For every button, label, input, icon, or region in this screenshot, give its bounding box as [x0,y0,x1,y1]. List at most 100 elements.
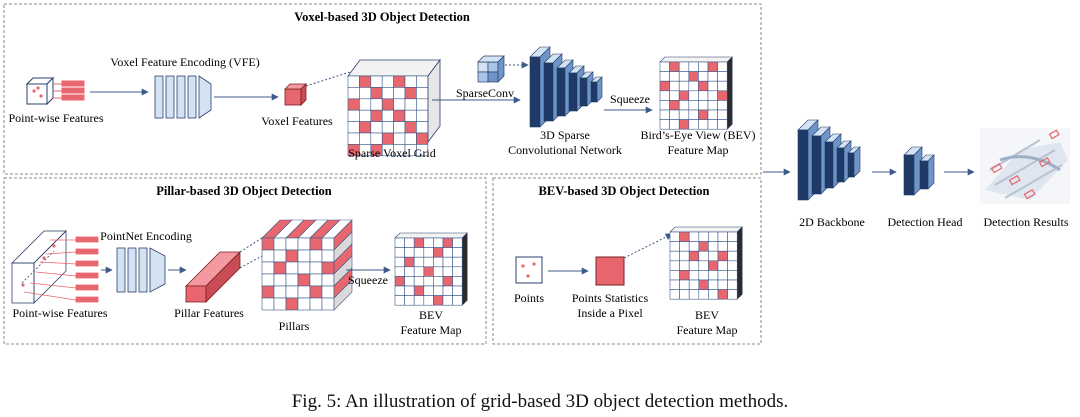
vfe-label: Voxel Feature Encoding (VFE) [110,55,259,69]
grid-cell [688,241,700,252]
grid-cell [433,256,444,268]
grid-cell [413,295,425,306]
voxel-feature-cube [284,83,307,106]
pillar-feature-vectors-icon [23,236,99,303]
grid-cell [297,297,311,311]
grid-cell [698,250,709,262]
grid-cell [669,71,680,82]
grid-top-face [669,226,743,233]
grid-cell [717,109,728,120]
grid-cell [727,270,738,281]
grid-cell [679,241,690,252]
grid-cell [285,273,299,287]
grid-cell [669,270,680,281]
grid-cell [404,121,417,134]
grid-cell [442,276,453,287]
grid-cell [688,71,699,82]
voxel-panel [3,3,762,175]
figure-caption: Fig. 5: An illustration of grid-based 3D… [291,391,789,412]
grid-cell [688,270,700,281]
grid-cell [285,261,299,275]
grid-cell [678,80,690,92]
points-label: Points [514,291,544,305]
grid-cell [309,237,323,251]
grid-cell [452,266,463,277]
grid-cell [404,98,417,111]
grid-cell [678,100,690,111]
grid-cell [717,231,728,242]
grid-cell [707,71,718,82]
sparse-conv-network [529,46,603,128]
grid-based-detection-diagram: Voxel-based 3D Object Detection Pillar-b… [3,3,1070,345]
grid-cell [261,297,275,311]
grid-cell [404,266,415,277]
feature-vectors-icon [53,80,85,101]
grid-cell [393,109,406,122]
grid-cell [297,237,311,251]
grid-cell [688,279,700,290]
grid-cell [285,297,299,311]
vfe-encoder-block [154,75,212,119]
grid-cell [413,247,425,258]
net-layer-front [556,67,566,117]
grid-cell [688,231,700,242]
grid-cell [381,121,394,134]
grid-cell [717,100,728,111]
grid-side-face [736,226,743,300]
net-layer-front [590,81,598,103]
grid-cell [309,261,323,275]
grid-cell [404,237,415,248]
network-label-1: 3D Sparse [540,128,590,142]
grid-cell [404,87,417,100]
grid-cell [698,61,709,72]
grid-cell [669,231,680,242]
grid-cell [442,295,453,306]
pillar-point-features-label: Point-wise Features [13,306,108,320]
voxel-panel-title: Voxel-based 3D Object Detection [294,10,470,24]
grid-cell [452,285,463,296]
grid-cell [707,100,718,111]
grid-cell [261,273,275,287]
grid-cell [370,75,383,88]
grid-cell [404,109,417,122]
grid-cell [394,295,405,306]
grid-cell [433,266,444,277]
grid-cell [423,256,434,268]
grid-cell [688,109,699,120]
grid-cell [669,90,680,101]
grid-cell [669,260,680,271]
grid-cell [404,276,415,287]
grid-cell [698,289,709,300]
grid-cell [717,80,728,92]
grid-cell [708,260,719,271]
voxel-bev-label-2: Feature Map [668,143,729,157]
grid-cell [416,144,429,157]
grid-cell [708,289,719,300]
grid-cell [394,276,405,287]
grid-cell [698,241,709,252]
grid-cell [659,109,670,120]
pointnet-encoder-block [116,247,166,293]
grid-cell [370,132,383,145]
grid-cell [433,237,444,248]
grid-cell [285,237,299,251]
grid-cell [669,241,680,252]
grid-cell [669,250,680,262]
grid-cell [347,98,360,111]
grid-cell [452,247,463,258]
grid-cell [394,266,405,277]
grid-cell [698,100,709,111]
grid-cell [659,90,670,101]
grid-cell [707,61,718,72]
grid-cell [659,80,670,92]
grid-cell [393,75,406,88]
stats-label-2: Inside a Pixel [577,306,643,320]
grid-cell [394,237,405,248]
grid-cell [452,256,463,268]
grid-cell [404,247,415,258]
grid-cell [678,61,690,72]
backbone-block [797,119,861,201]
pillar-bev-label-2: Feature Map [401,323,462,337]
grid-cell [717,270,728,281]
grid-top-face [659,56,733,63]
